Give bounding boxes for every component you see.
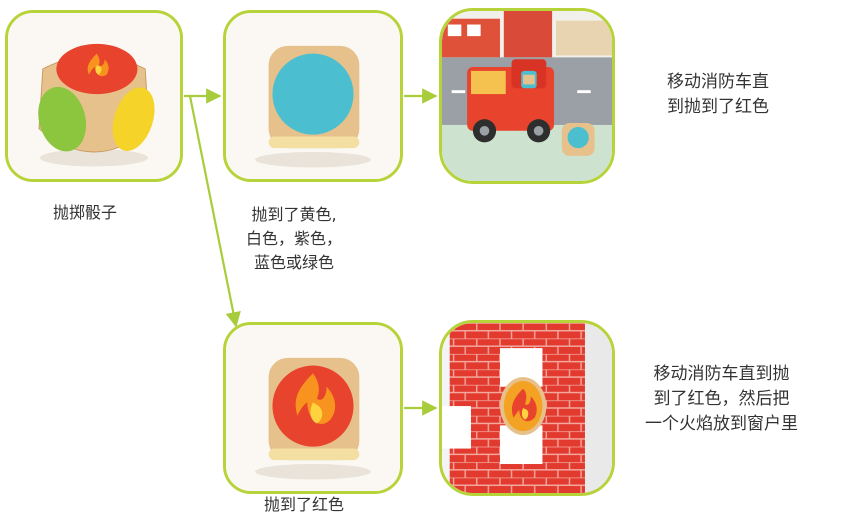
fire-truck-icon	[442, 11, 612, 181]
fire-truck-image	[439, 8, 615, 184]
blue-dice-icon	[226, 13, 400, 179]
dice-icon	[8, 13, 180, 179]
caption-red: 抛到了红色	[264, 495, 345, 514]
caption-place-fire: 移动消防车直到抛 到了红色，然后把 一个火焰放到窗户里	[645, 364, 798, 434]
brick-wall-icon	[442, 323, 612, 493]
brick-wall-image	[439, 320, 615, 496]
blue-dice-image	[223, 10, 403, 182]
caption-move-truck: 移动消防车直 到抛到了红色	[667, 72, 769, 117]
fire-dice-image	[223, 322, 403, 494]
caption-throw-dice: 抛掷骰子	[53, 203, 118, 222]
dice-throw-image	[5, 10, 183, 182]
caption-other-colors: 抛到了黄色, 白色，紫色， 蓝色或绿色	[246, 205, 343, 272]
arrow-split-to-red	[188, 95, 241, 328]
fire-dice-icon	[226, 325, 400, 491]
